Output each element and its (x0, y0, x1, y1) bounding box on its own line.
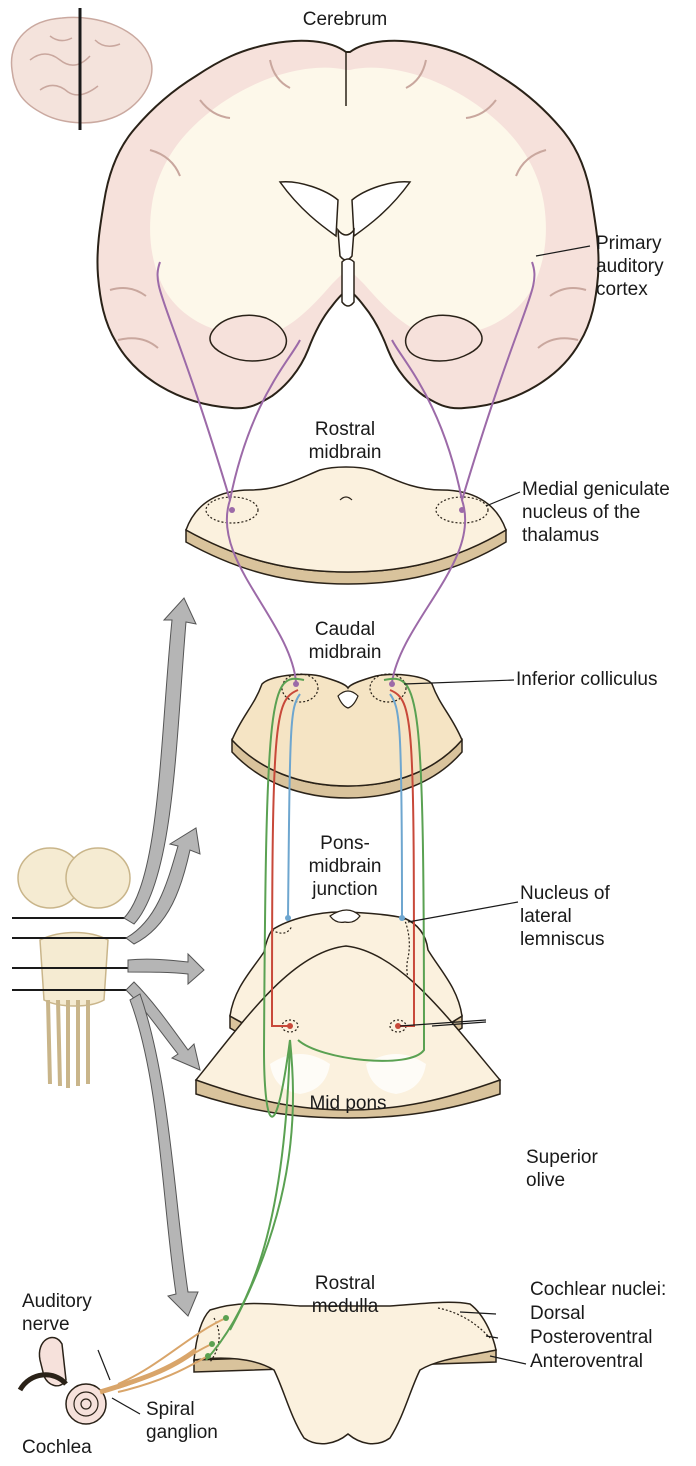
label-pons-midbrain-junction: Pons- midbrain junction (290, 832, 400, 901)
label-inferior-colliculus: Inferior colliculus (516, 668, 692, 691)
label-mid-pons: Mid pons (288, 1092, 408, 1115)
brainstem-dorsal-icon (12, 848, 130, 1088)
label-superior-olive: Superior olive (526, 1146, 646, 1192)
label-rostral-midbrain: Rostral midbrain (290, 418, 400, 464)
label-auditory-nerve: Auditory nerve (22, 1290, 142, 1336)
cerebrum-section (97, 41, 598, 409)
label-cochlea: Cochlea (22, 1436, 132, 1459)
section-arrow-icon (124, 598, 204, 1316)
label-caudal-midbrain: Caudal midbrain (290, 618, 400, 664)
label-nucleus-lateral-lemniscus: Nucleus of lateral lemniscus (520, 882, 670, 951)
label-spiral-ganglion: Spiral ganglion (146, 1398, 256, 1444)
label-anteroventral: Anteroventral (530, 1350, 690, 1373)
label-dorsal: Dorsal (530, 1302, 690, 1325)
brain-lateral-icon (12, 8, 152, 130)
label-rostral-medulla: Rostral medulla (290, 1272, 400, 1318)
label-cerebrum: Cerebrum (280, 8, 410, 31)
label-cochlear-nuclei: Cochlear nuclei: (530, 1278, 696, 1301)
label-primary-auditory-cortex: Primary auditory cortex (596, 232, 696, 301)
label-medial-geniculate-nucleus: Medial geniculate nucleus of the thalamu… (522, 478, 696, 547)
label-posteroventral: Posteroventral (530, 1326, 690, 1349)
caudal-midbrain-section (232, 674, 462, 798)
